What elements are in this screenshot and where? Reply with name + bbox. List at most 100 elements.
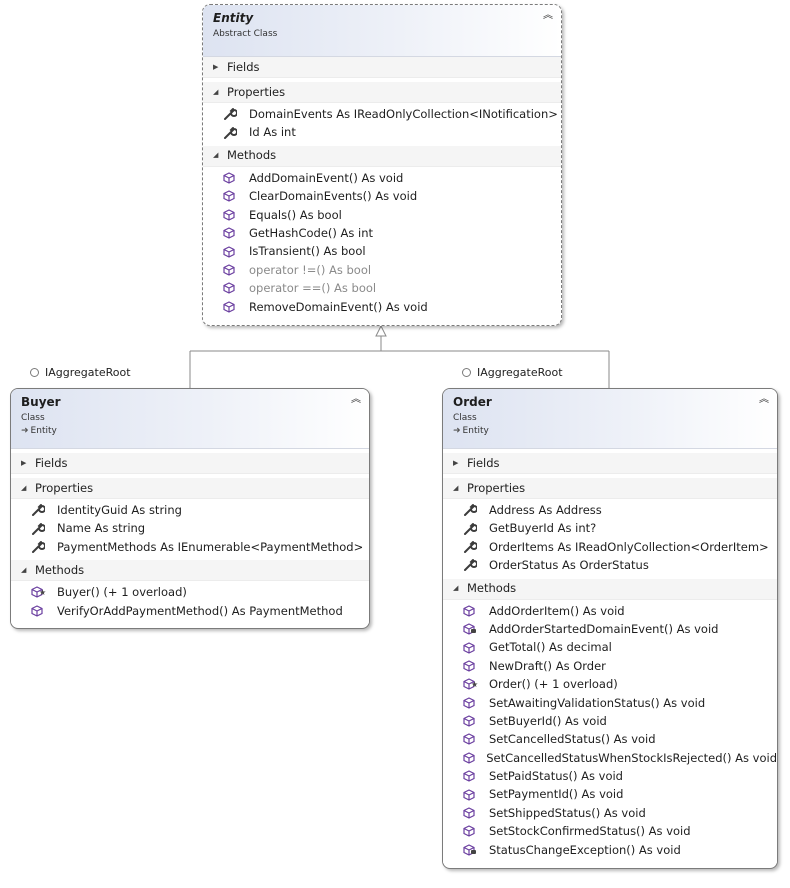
constructor-cube-icon: ★ bbox=[463, 676, 483, 692]
method-item[interactable]: SetPaymentId() As void bbox=[443, 785, 777, 803]
class-kind: Abstract Class bbox=[213, 29, 278, 39]
base-class-name: Entity bbox=[30, 426, 57, 436]
property-item[interactable]: Address As Address bbox=[443, 501, 777, 519]
collapse-triangle-icon: ◢ bbox=[21, 483, 27, 492]
section-fields[interactable]: ▶ Fields bbox=[203, 57, 561, 78]
section-properties[interactable]: ◢ Properties bbox=[203, 82, 561, 103]
property-item[interactable]: DomainEvents As IReadOnlyCollection<INot… bbox=[203, 105, 561, 123]
buyer-interface-lollipop: IAggregateRoot bbox=[30, 366, 131, 379]
wrench-icon bbox=[223, 125, 243, 141]
method-cube-icon bbox=[463, 658, 483, 674]
method-cube-icon bbox=[223, 207, 243, 223]
collapse-icon[interactable]: ︽ bbox=[759, 394, 769, 405]
method-item[interactable]: AddOrderStartedDomainEvent() As void bbox=[443, 620, 777, 638]
property-item[interactable]: Name As string bbox=[11, 519, 369, 537]
method-item[interactable]: SetPaidStatus() As void bbox=[443, 767, 777, 785]
interface-circle-icon bbox=[30, 368, 39, 377]
method-item[interactable]: SetShippedStatus() As void bbox=[443, 804, 777, 822]
method-item[interactable]: SetBuyerId() As void bbox=[443, 712, 777, 730]
properties-list: DomainEvents As IReadOnlyCollection<INot… bbox=[203, 103, 561, 146]
wrench-icon bbox=[31, 539, 51, 555]
method-item[interactable]: ClearDomainEvents() As void bbox=[203, 187, 561, 205]
collapse-triangle-icon: ◢ bbox=[453, 483, 459, 492]
wrench-icon bbox=[223, 106, 243, 122]
section-label: Methods bbox=[35, 562, 85, 577]
expand-triangle-icon: ▶ bbox=[21, 458, 27, 467]
method-item[interactable]: RemoveDomainEvent() As void bbox=[203, 298, 561, 316]
inherits-arrow-icon: ➜ bbox=[453, 426, 461, 436]
wrench-icon bbox=[31, 521, 51, 537]
section-label: Fields bbox=[467, 455, 500, 470]
property-item[interactable]: OrderItems As IReadOnlyCollection<OrderI… bbox=[443, 538, 777, 556]
property-item[interactable]: OrderStatus As OrderStatus bbox=[443, 556, 777, 574]
section-methods[interactable]: ◢ Methods bbox=[443, 578, 777, 600]
method-item[interactable]: StatusChangeException() As void bbox=[443, 841, 777, 859]
order-class-box[interactable]: Order Class ➜Entity ︽ ▶ Fields ◢ Propert… bbox=[442, 388, 778, 869]
method-cube-icon bbox=[223, 299, 243, 315]
method-item[interactable]: NewDraft() As Order bbox=[443, 657, 777, 675]
method-cube-icon bbox=[463, 823, 483, 839]
method-item[interactable]: AddDomainEvent() As void bbox=[203, 169, 561, 187]
collapse-icon[interactable]: ︽ bbox=[351, 394, 361, 405]
property-item[interactable]: Id As int bbox=[203, 123, 561, 141]
section-methods[interactable]: ◢ Methods bbox=[203, 145, 561, 167]
section-label: Fields bbox=[227, 59, 260, 74]
entity-class-box[interactable]: Entity Abstract Class ︽ ▶ Fields ◢ Prope… bbox=[202, 4, 562, 326]
method-cube-icon bbox=[223, 280, 243, 296]
section-fields[interactable]: ▶ Fields bbox=[443, 453, 777, 474]
section-properties[interactable]: ◢ Properties bbox=[443, 478, 777, 499]
wrench-icon bbox=[463, 539, 483, 555]
method-cube-icon bbox=[463, 805, 483, 821]
interface-name: IAggregateRoot bbox=[477, 366, 563, 379]
section-label: Properties bbox=[227, 84, 286, 99]
constructor-cube-icon: ★ bbox=[31, 584, 51, 600]
method-item[interactable]: GetTotal() As decimal bbox=[443, 638, 777, 656]
property-item[interactable]: GetBuyerId As int? bbox=[443, 519, 777, 537]
method-cube-icon bbox=[463, 695, 483, 711]
base-class: ➜Entity bbox=[21, 426, 359, 436]
method-cube-icon bbox=[463, 787, 483, 803]
collapse-triangle-icon: ◢ bbox=[21, 565, 27, 574]
section-label: Properties bbox=[35, 480, 94, 495]
expand-triangle-icon: ▶ bbox=[453, 458, 459, 467]
methods-list: AddDomainEvent() As void ClearDomainEven… bbox=[203, 166, 561, 320]
method-item[interactable]: SetCancelledStatusWhenStockIsRejected() … bbox=[443, 749, 777, 767]
class-name: Order bbox=[453, 395, 492, 409]
property-item[interactable]: PaymentMethods As IEnumerable<PaymentMet… bbox=[11, 538, 369, 556]
private-method-cube-icon bbox=[463, 842, 483, 858]
method-item[interactable]: AddOrderItem() As void bbox=[443, 602, 777, 620]
method-item[interactable]: Equals() As bool bbox=[203, 206, 561, 224]
base-class: ➜Entity bbox=[453, 426, 767, 436]
methods-list: ★Buyer() (+ 1 overload) VerifyOrAddPayme… bbox=[11, 581, 369, 624]
star-badge-icon: ★ bbox=[471, 680, 479, 690]
class-kind: Class bbox=[21, 413, 45, 423]
property-item[interactable]: IdentityGuid As string bbox=[11, 501, 369, 519]
method-item[interactable]: GetHashCode() As int bbox=[203, 224, 561, 242]
collapse-triangle-icon: ◢ bbox=[213, 151, 219, 160]
properties-list: Address As Address GetBuyerId As int? Or… bbox=[443, 499, 777, 579]
method-cube-icon bbox=[463, 750, 480, 766]
method-item[interactable]: ★Order() (+ 1 overload) bbox=[443, 675, 777, 693]
private-method-cube-icon bbox=[463, 621, 483, 637]
star-badge-icon: ★ bbox=[39, 588, 47, 598]
interface-circle-icon bbox=[462, 368, 471, 377]
method-item[interactable]: VerifyOrAddPaymentMethod() As PaymentMet… bbox=[11, 602, 369, 620]
method-item[interactable]: SetAwaitingValidationStatus() As void bbox=[443, 694, 777, 712]
method-item[interactable]: ★Buyer() (+ 1 overload) bbox=[11, 583, 369, 601]
method-item[interactable]: IsTransient() As bool bbox=[203, 242, 561, 260]
buyer-class-box[interactable]: Buyer Class ➜Entity ︽ ▶ Fields ◢ Propert… bbox=[10, 388, 370, 629]
lock-badge-icon bbox=[471, 629, 476, 634]
section-methods[interactable]: ◢ Methods bbox=[11, 560, 369, 582]
method-cube-icon bbox=[223, 262, 243, 278]
method-cube-icon bbox=[463, 603, 483, 619]
method-cube-icon bbox=[223, 244, 243, 260]
method-item[interactable]: operator !=() As bool bbox=[203, 261, 561, 279]
section-fields[interactable]: ▶ Fields bbox=[11, 453, 369, 474]
method-item[interactable]: SetCancelledStatus() As void bbox=[443, 730, 777, 748]
section-properties[interactable]: ◢ Properties bbox=[11, 478, 369, 499]
method-item[interactable]: SetStockConfirmedStatus() As void bbox=[443, 822, 777, 840]
base-class-name: Entity bbox=[462, 426, 489, 436]
collapse-icon[interactable]: ︽ bbox=[543, 10, 553, 21]
method-item[interactable]: operator ==() As bool bbox=[203, 279, 561, 297]
